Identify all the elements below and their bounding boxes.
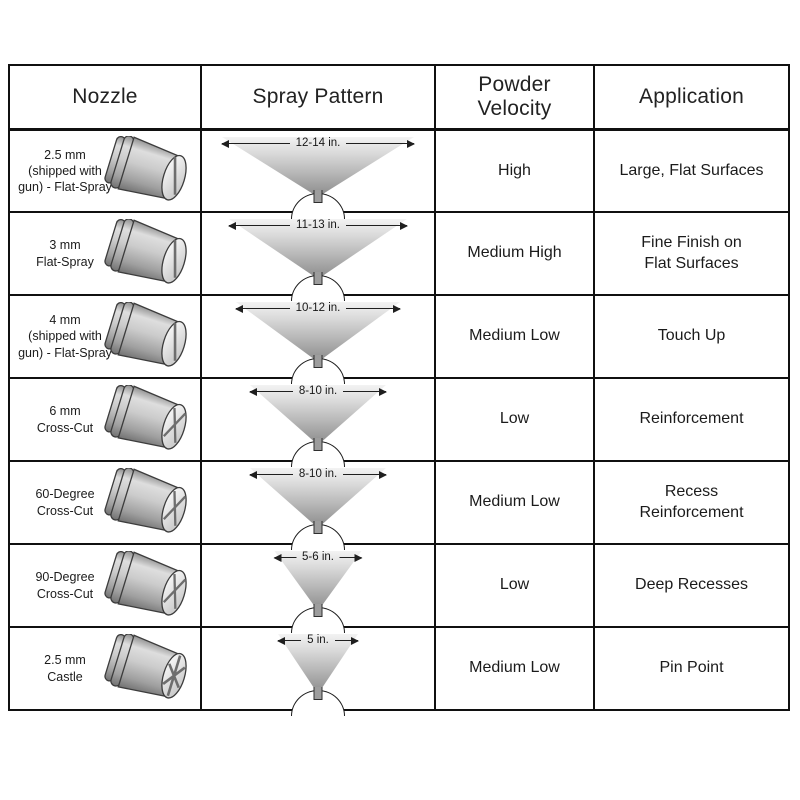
column-header-powder-velocity: Powder Velocity xyxy=(434,66,593,128)
spray-pattern-cell: 8-10 in. xyxy=(200,462,434,550)
application-value: Pin Point xyxy=(593,628,788,709)
nozzle-icon xyxy=(104,300,200,372)
table-row: 3 mm Flat-Spray 11-13 in. Medium High Fi… xyxy=(10,211,788,301)
gun-tip-stem xyxy=(313,272,323,285)
spray-width-arrow: 10-12 in. xyxy=(235,301,401,316)
gun-tip-stem xyxy=(313,521,323,534)
spray-width-arrow: 8-10 in. xyxy=(249,384,387,399)
spray-pattern: 11-13 in. xyxy=(202,213,434,301)
spray-width-label: 8-10 in. xyxy=(298,384,338,397)
table-header-row: Nozzle Spray Pattern Powder Velocity App… xyxy=(10,66,788,128)
gun-tip-stem xyxy=(313,355,323,368)
arrow-left-icon xyxy=(227,220,291,232)
nozzle-icon xyxy=(104,217,200,289)
arrow-right-icon xyxy=(343,469,387,481)
nozzle-label: 60-Degree Cross-Cut xyxy=(35,487,95,518)
nozzle-cell: 6 mm Cross-Cut xyxy=(10,379,200,460)
powder-velocity-value: Low xyxy=(434,379,593,460)
arrow-left-icon xyxy=(273,552,297,564)
nozzle-label: 3 mm Flat-Spray xyxy=(36,238,94,269)
column-header-application: Application xyxy=(593,66,788,128)
powder-velocity-value: Medium Low xyxy=(434,462,593,543)
table-row: 90-Degree Cross-Cut 5-6 in. Low Deep Rec… xyxy=(10,543,788,633)
spray-width-arrow: 12-14 in. xyxy=(221,136,415,151)
gun-tip-stem xyxy=(313,687,323,700)
nozzle-icon xyxy=(104,135,200,206)
nozzle-label: 2.5 mm Castle xyxy=(44,653,86,684)
table-row: 6 mm Cross-Cut 8-10 in. Low Reinforcemen… xyxy=(10,377,788,467)
nozzle-cell: 2.5 mm Castle xyxy=(10,628,200,709)
table-row: 2.5 mm (shipped with gun) - Flat-Spray 1… xyxy=(10,128,788,219)
arrow-left-icon xyxy=(249,386,293,398)
nozzle-label: 2.5 mm (shipped with gun) - Flat-Spray xyxy=(18,147,112,195)
powder-velocity-value: Low xyxy=(434,545,593,626)
nozzle-cell: 3 mm Flat-Spray xyxy=(10,213,200,294)
spray-pattern: 10-12 in. xyxy=(202,296,434,384)
spray-pattern-cell: 12-14 in. xyxy=(200,131,434,219)
nozzle-label: 90-Degree Cross-Cut xyxy=(35,570,95,601)
spray-pattern-cell: 11-13 in. xyxy=(200,213,434,301)
arrow-right-icon xyxy=(334,635,360,647)
nozzle-icon xyxy=(104,383,200,455)
spray-pattern-cell: 10-12 in. xyxy=(200,296,434,384)
spray-width-label: 5-6 in. xyxy=(302,550,334,563)
gun-tip-stem xyxy=(313,604,323,617)
application-value: Large, Flat Surfaces xyxy=(593,131,788,211)
application-value: Touch Up xyxy=(593,296,788,377)
application-value: Reinforcement xyxy=(593,379,788,460)
spray-pattern-cell: 5-6 in. xyxy=(200,545,434,633)
application-value: Recess Reinforcement xyxy=(593,462,788,543)
column-header-nozzle: Nozzle xyxy=(72,84,138,108)
spray-pattern: 5 in. xyxy=(202,628,434,716)
spray-pattern: 8-10 in. xyxy=(202,379,434,467)
table-row: 2.5 mm Castle 5 in. Medium Low Pin Point xyxy=(10,626,788,716)
gun-tip-stem xyxy=(313,190,323,203)
spray-width-arrow: 8-10 in. xyxy=(249,467,387,482)
spray-width-arrow: 5-6 in. xyxy=(273,550,363,565)
arrow-right-icon xyxy=(343,386,387,398)
arrow-right-icon xyxy=(345,220,409,232)
table-body: 2.5 mm (shipped with gun) - Flat-Spray 1… xyxy=(10,128,788,716)
nozzle-cell: 90-Degree Cross-Cut xyxy=(10,545,200,626)
nozzle-cell: 60-Degree Cross-Cut xyxy=(10,462,200,543)
spray-pattern: 5-6 in. xyxy=(202,545,434,633)
spray-width-arrow: 5 in. xyxy=(276,633,360,648)
nozzle-icon xyxy=(104,466,200,538)
spray-pattern: 8-10 in. xyxy=(202,462,434,550)
arrow-right-icon xyxy=(339,552,363,564)
powder-velocity-value: Medium Low xyxy=(434,628,593,709)
powder-velocity-value: Medium High xyxy=(434,213,593,294)
arrow-right-icon xyxy=(346,138,415,150)
arrow-left-icon xyxy=(276,635,302,647)
table-row: 60-Degree Cross-Cut 8-10 in. Medium Low … xyxy=(10,460,788,550)
spray-width-label: 5 in. xyxy=(307,633,329,646)
nozzle-cell: 2.5 mm (shipped with gun) - Flat-Spray xyxy=(10,131,200,211)
arrow-left-icon xyxy=(235,303,290,315)
column-header-spray-pattern: Spray Pattern xyxy=(200,66,434,128)
spray-pattern: 12-14 in. xyxy=(202,131,434,219)
nozzle-icon xyxy=(104,632,200,704)
spray-width-label: 12-14 in. xyxy=(295,136,341,149)
spray-width-label: 8-10 in. xyxy=(298,467,338,480)
nozzle-label: 6 mm Cross-Cut xyxy=(36,404,94,435)
arrow-left-icon xyxy=(249,469,293,481)
nozzle-icon xyxy=(104,549,200,621)
powder-velocity-value: Medium Low xyxy=(434,296,593,377)
arrow-left-icon xyxy=(221,138,290,150)
gun-tip-stem xyxy=(313,438,323,451)
application-value: Fine Finish on Flat Surfaces xyxy=(593,213,788,294)
nozzle-label: 4 mm (shipped with gun) - Flat-Spray xyxy=(18,313,112,360)
spray-pattern-cell: 5 in. xyxy=(200,628,434,716)
application-value: Deep Recesses xyxy=(593,545,788,626)
powder-velocity-value: High xyxy=(434,131,593,211)
table-row: 4 mm (shipped with gun) - Flat-Spray 10-… xyxy=(10,294,788,384)
spray-width-label: 11-13 in. xyxy=(296,218,340,231)
nozzle-cell: 4 mm (shipped with gun) - Flat-Spray xyxy=(10,296,200,377)
spray-pattern-cell: 8-10 in. xyxy=(200,379,434,467)
spray-width-arrow: 11-13 in. xyxy=(227,218,409,233)
spray-width-label: 10-12 in. xyxy=(295,301,341,314)
arrow-right-icon xyxy=(346,303,401,315)
nozzle-table: Nozzle Spray Pattern Powder Velocity App… xyxy=(8,64,790,716)
